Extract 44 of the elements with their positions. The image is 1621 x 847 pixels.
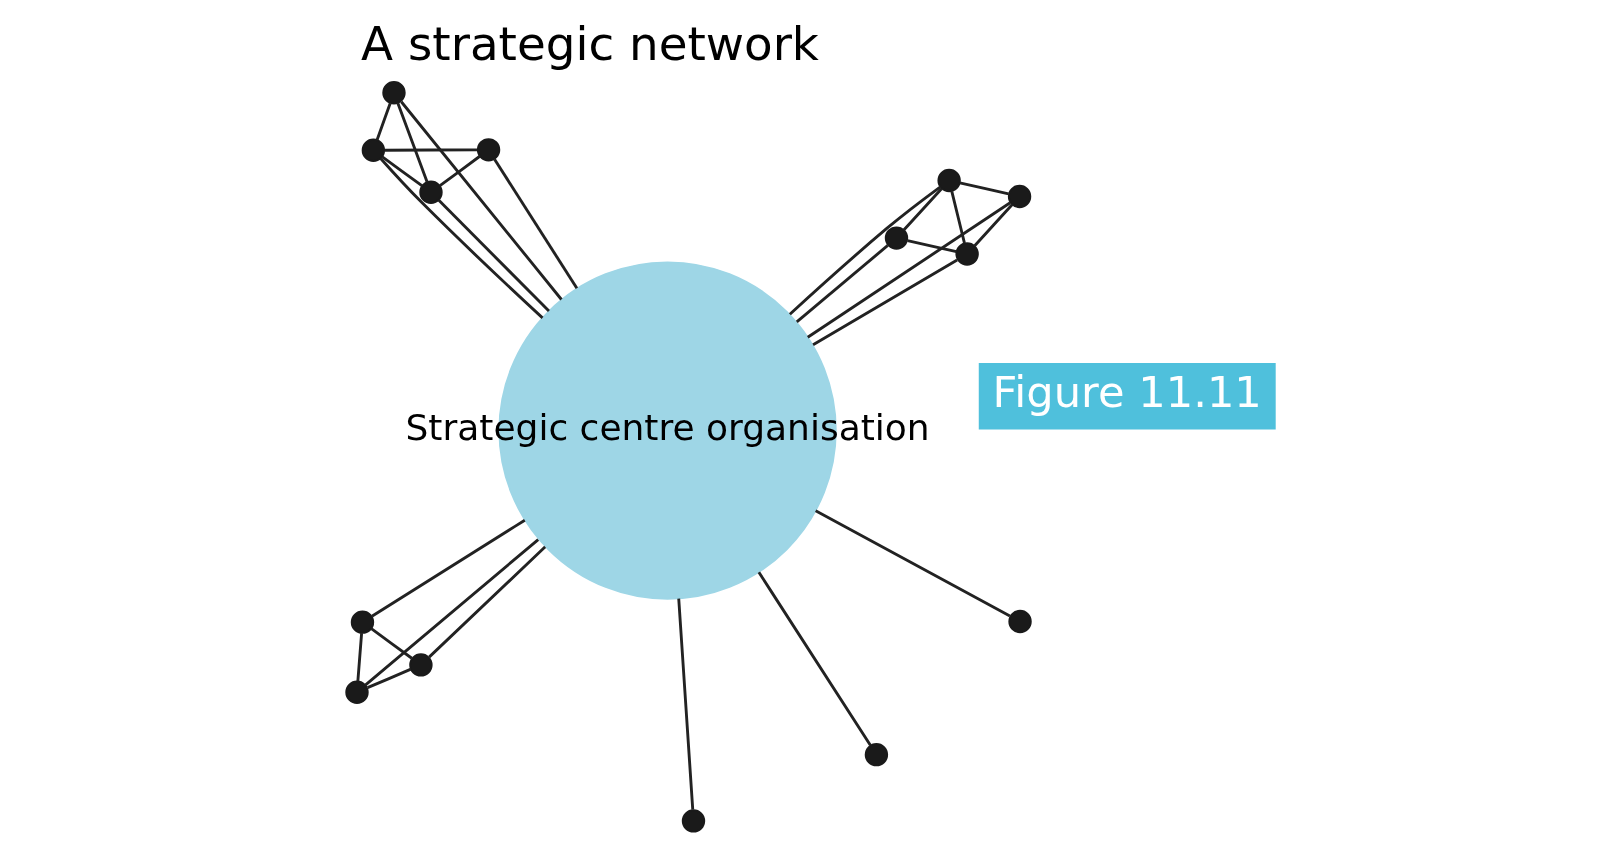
connector: [356, 633, 364, 682]
connector: [428, 545, 547, 659]
connector: [396, 102, 429, 183]
connector: [973, 203, 1014, 247]
connector: [371, 519, 526, 618]
connector: [437, 199, 550, 313]
connector: [902, 187, 943, 232]
connector: [795, 244, 889, 323]
node-circle: [361, 138, 386, 162]
connector: [493, 158, 579, 290]
node-circle: [1007, 184, 1032, 209]
diagram-title: A strategic network: [361, 16, 819, 71]
node-circle: [476, 138, 501, 162]
node-circle: [937, 168, 961, 193]
connector: [370, 627, 413, 660]
node-circle: [350, 610, 375, 634]
connector: [788, 185, 941, 316]
node-circle: [419, 180, 443, 204]
connector: [439, 155, 481, 187]
connector: [367, 667, 412, 689]
connector: [379, 157, 544, 319]
connector: [364, 538, 540, 687]
node-circle: [681, 809, 706, 833]
label: Figure 11.11: [992, 367, 1262, 418]
connector: [814, 509, 1011, 618]
connector: [677, 598, 695, 810]
node-circle: [382, 81, 406, 105]
connector: [381, 155, 424, 188]
connector: [375, 102, 392, 141]
connector: [384, 148, 478, 152]
node-circle: [1008, 609, 1032, 634]
connector: [806, 201, 1011, 339]
node-label: Strategic centre organisation: [405, 406, 930, 448]
node-circle: [864, 743, 889, 767]
connector: [950, 191, 966, 244]
node-circle: [409, 653, 433, 677]
connector: [907, 239, 957, 253]
node-circle: [884, 226, 909, 250]
node-circle: [345, 680, 369, 704]
connector: [812, 258, 958, 347]
node-circle: [955, 242, 979, 266]
connector: [757, 571, 872, 747]
connector: [400, 100, 563, 301]
connector: [959, 181, 1009, 196]
